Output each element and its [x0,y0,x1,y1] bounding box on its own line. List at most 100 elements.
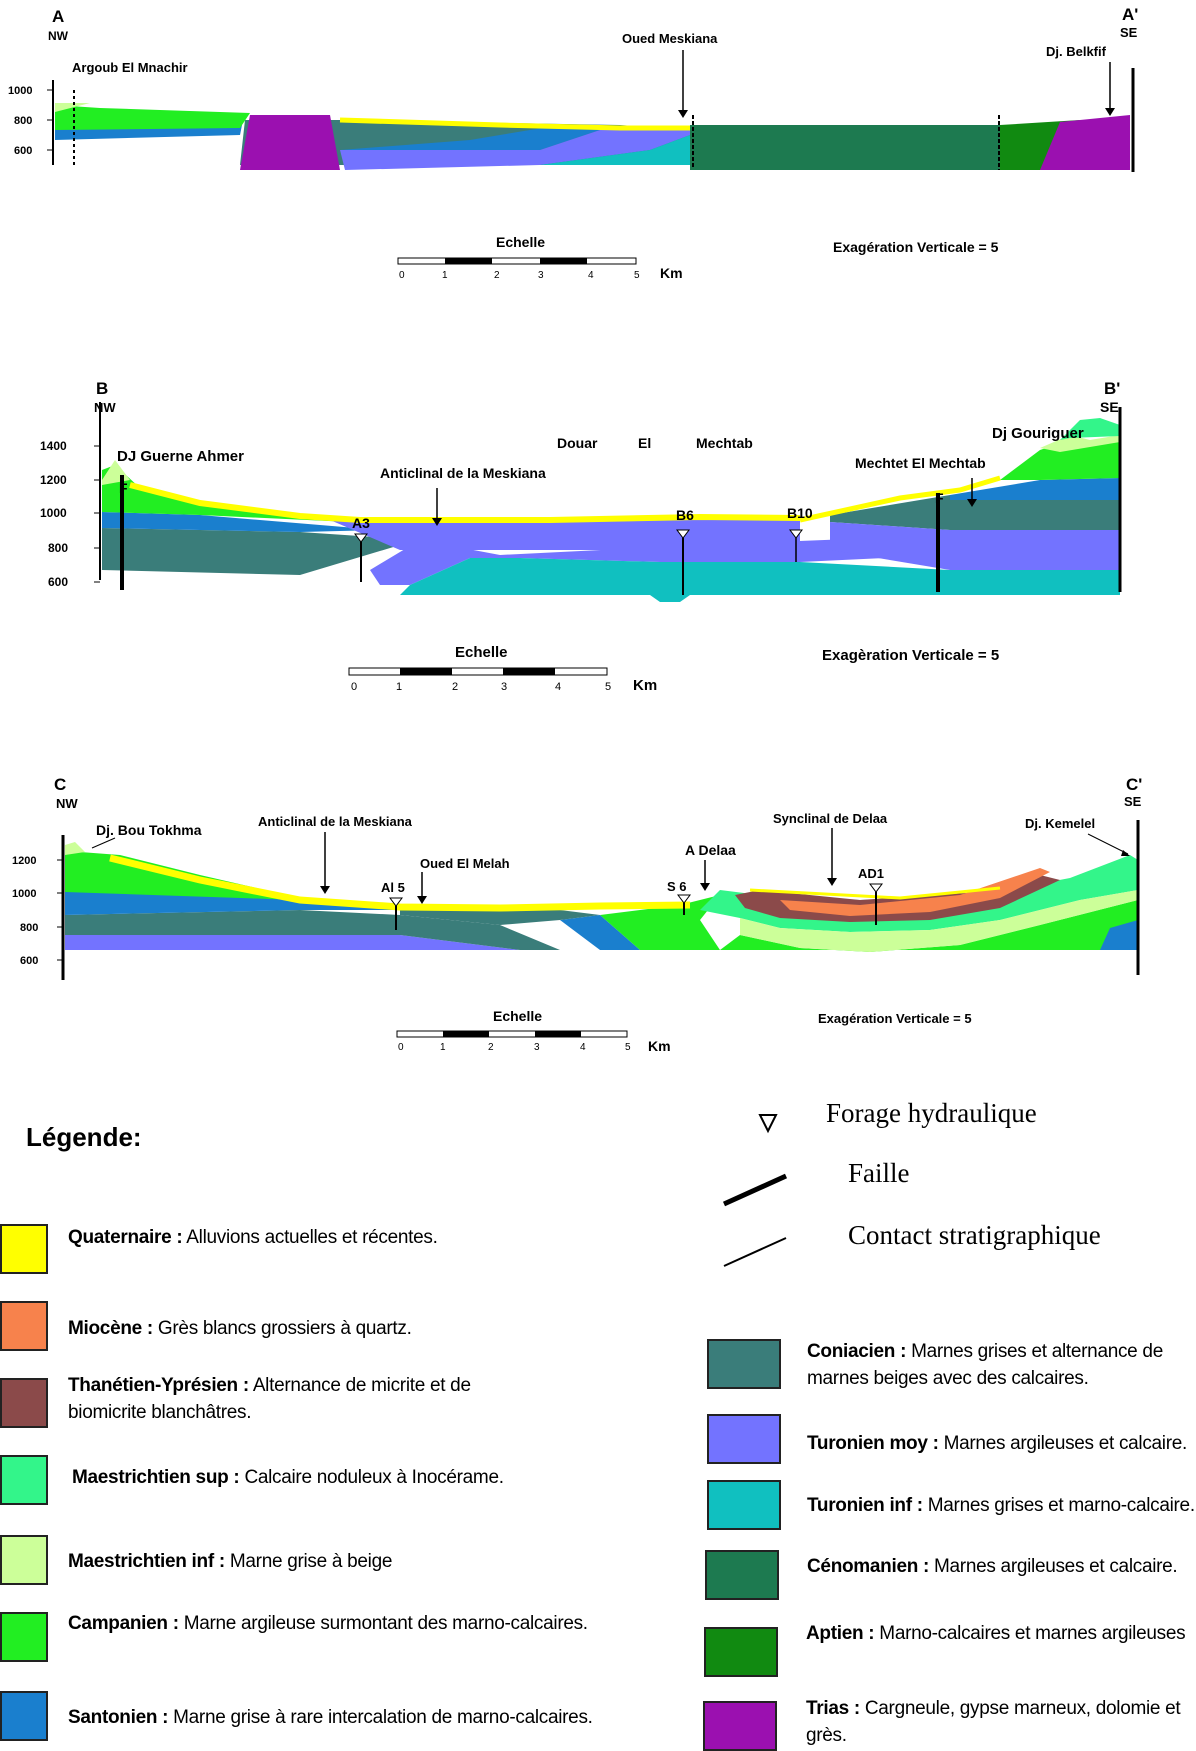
legend-item-name: Turonien moy : [807,1433,939,1454]
legend-item-name: Miocène : [68,1318,153,1339]
legend-item-name: Trias : [806,1698,860,1719]
legend-item-desc: Calcaire noduleux à Inocérame. [244,1467,504,1488]
scale-tick-5: 5 [625,1042,631,1053]
layer-cenomanien [690,125,1050,170]
legend-item-turonien-moy: Turonien moy : Marnes argileuses et calc… [707,1414,1187,1464]
legend-item-quaternaire: Quaternaire : Alluvions actuelles et réc… [0,1224,438,1274]
legend-swatch [704,1627,778,1677]
layer-trias-east [1040,115,1130,170]
legend-symbol-faille: Faille [848,1158,910,1188]
legend-item-name: Thanétien-Yprésien : [68,1375,249,1396]
legend-item-aptien: Aptien : Marno-calcaires et marnes argil… [704,1623,1186,1677]
legend-swatch [0,1612,48,1662]
fault-label-east: F [935,490,944,506]
layer-turonien-moy [65,935,560,950]
legend-item-name: Quaternaire : [68,1227,183,1248]
layer-maestrichtien-inf-east [1040,435,1120,452]
scale-title: Echelle [455,644,508,661]
layer-coniacien [65,910,560,950]
y-tick-1000: 1000 [8,85,32,97]
triangle-down-icon [789,529,803,539]
scale-bar [396,1030,628,1038]
scale-tick-2: 2 [452,681,458,693]
section-end-label: B' [1104,379,1120,398]
legend-item-desc: Grès blancs grossiers à quartz. [157,1318,412,1339]
legend-item-name: Coniacien : [807,1341,907,1362]
well-s6-label: S 6 [667,879,687,894]
place-anticlinal: Anticlinal de la Meskiana [380,465,546,481]
well-b10-label: B10 [787,505,813,521]
section-start-label: B [96,379,108,398]
scale-bar [348,667,608,676]
layer-santonien-east [1100,920,1138,950]
place-oued-el-melah: Oued El Melah [420,856,510,871]
layer-maestrichtien-inf [55,103,90,112]
legend-item-name: Maestrichtien sup : [72,1467,240,1488]
layer-quaternaire [129,482,801,523]
scale-tick-0: 0 [399,270,405,281]
y-tick-1000: 1000 [12,888,36,900]
layer-campanien-center [600,895,720,950]
layer-turonien-moy-east [830,522,1120,570]
layer-santonien [102,512,380,532]
place-dj-guerne: DJ Guerne Ahmer [117,448,244,465]
y-tick-600: 600 [20,955,38,967]
layer-quaternaire-east [799,475,1001,523]
legend-item-name: Aptien : [806,1623,875,1644]
legend-item-desc: Marne grise à rare intercalation de marn… [173,1707,593,1728]
legend-item-name: Campanien : [68,1613,179,1634]
y-tick-1000: 1000 [40,506,67,520]
place-douar: Douar [557,435,598,451]
layer-quaternaire-east [749,886,1001,900]
y-tick-600: 600 [48,575,68,589]
legend-item-desc: Marno-calcaires et marnes argileuses [879,1623,1186,1644]
legend-swatch [0,1224,48,1274]
legend-swatch [0,1301,48,1351]
section-end-label: A' [1122,5,1138,24]
layer-turonien-moy-2 [330,520,800,550]
layer-coniacien [102,528,420,575]
layer-campanien [102,465,350,522]
legend-item-desc: Cargneule, gypse marneux, dolomie et grè… [806,1698,1181,1746]
cross-section-c: 1200 1000 800 600 C NW C' SE Dj. Bou Tok… [0,760,1196,1070]
layer-maestrichtien-inf [65,842,85,855]
layer-coniacien-2 [400,910,600,925]
layer-turonien-inf [540,135,690,165]
scale-tick-5: 5 [634,270,640,281]
scale-tick-2: 2 [494,270,500,281]
section-start-dir: NW [56,796,78,811]
scale-tick-1: 1 [440,1042,446,1053]
place-synclinal: Synclinal de Delaa [773,811,888,826]
legend-item-name: Cénomanien : [807,1556,930,1577]
well-al5-label: Al 5 [381,880,405,895]
y-tick-1200: 1200 [40,473,67,487]
legend-swatch [705,1550,779,1600]
section-end-dir: SE [1124,794,1142,809]
scale-unit: Km [648,1038,671,1054]
contact-line-icon [723,1237,787,1267]
triangle-down-icon [354,533,368,543]
scale-unit: Km [660,265,683,281]
scale-tick-0: 0 [398,1042,404,1053]
layer-maestrichtien-inf-east [740,890,1138,952]
scale-tick-3: 3 [534,1042,540,1053]
layer-campanien-east [720,900,1138,952]
place-el: El [638,435,651,451]
layer-turonien-moy [370,535,950,585]
section-end-dir: SE [1120,25,1138,40]
layer-campanien-east [1000,440,1120,480]
legend-symbol-contact: Contact stratigraphique [848,1220,1101,1250]
layer-campanien [55,105,250,130]
legend-swatch [707,1414,781,1464]
layer-santonien-east [950,478,1120,500]
legend-item-thanetien: Thanétien-Yprésien : Alternance de micri… [0,1375,538,1428]
scale-tick-4: 4 [588,270,594,281]
legend-item-desc: Marne argileuse surmontant des marno-cal… [183,1613,588,1634]
exaggeration-label: Exagèration Verticale = 5 [822,647,999,664]
legend-item-name: Turonien inf : [807,1495,923,1516]
legend-item-desc: Marne grise à beige [229,1551,393,1572]
legend-swatch [703,1701,777,1751]
legend-item-name: Maestrichtien inf : [68,1551,225,1572]
fault-line-icon [722,1173,788,1207]
legend-swatch [0,1455,48,1505]
